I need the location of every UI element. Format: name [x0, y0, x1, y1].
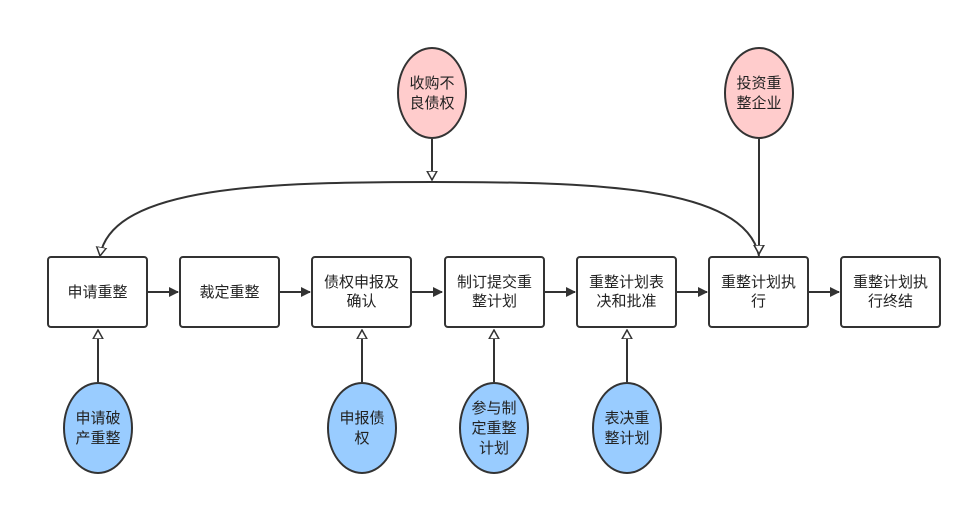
bottom-3-node: 参与制 定重整 计划: [459, 382, 529, 474]
step-7-label-line-1: 重整计划执: [852, 273, 928, 291]
step-5-label-line-2: 决和批准: [596, 292, 657, 310]
arc-connector: [100, 180, 760, 256]
bottom-3-label-line-1: 参与制: [471, 399, 517, 417]
step-5-label-line-1: 重整计划表: [588, 273, 664, 291]
top-2-label-line-1: 投资重: [736, 74, 782, 92]
top-1-label-line-1: 收购不: [409, 74, 455, 92]
step-4-label-line-2: 整计划: [471, 292, 517, 310]
top-1-node: 收购不 良债权: [397, 47, 467, 139]
step-3-label-line-1: 债权申报及: [323, 273, 399, 291]
bottom-2-label-line-1: 申报债: [339, 409, 385, 427]
bottom-1-label-line-2: 产重整: [75, 429, 121, 447]
step-4-box: 制订提交重 整计划: [444, 256, 545, 328]
step-6-label-line-1: 重整计划执: [720, 273, 796, 291]
bottom-1-node: 申请破 产重整: [63, 382, 133, 474]
bottom-3-label-line-3: 计划: [478, 439, 509, 457]
step-7-label-line-2: 行终结: [867, 292, 913, 310]
step-1-box: 申请重整: [47, 256, 148, 328]
step-1-label: 申请重整: [67, 282, 128, 301]
step-7-box: 重整计划执 行终结: [840, 256, 941, 328]
step-6-label-line-2: 行: [750, 292, 766, 310]
top-2-label-line-2: 整企业: [736, 94, 782, 112]
step-3-box: 债权申报及 确认: [311, 256, 412, 328]
top-1-label-line-2: 良债权: [409, 94, 455, 112]
bottom-4-label-line-2: 整计划: [604, 429, 650, 447]
step-6-box: 重整计划执 行: [708, 256, 809, 328]
step-5-box: 重整计划表 决和批准: [576, 256, 677, 328]
step-4-label-line-1: 制订提交重: [456, 273, 532, 291]
bottom-1-label-line-1: 申请破: [75, 409, 121, 427]
step-2-box: 裁定重整: [179, 256, 280, 328]
step-2-label: 裁定重整: [199, 282, 260, 301]
top-2-node: 投资重 整企业: [724, 47, 794, 139]
step-3-label-line-2: 确认: [346, 292, 377, 310]
bottom-4-node: 表决重 整计划: [592, 382, 662, 474]
bottom-3-label-line-2: 定重整: [471, 419, 517, 437]
bottom-2-node: 申报债 权: [327, 382, 397, 474]
bottom-4-label-line-1: 表决重: [604, 409, 650, 427]
bottom-2-label-line-2: 权: [354, 429, 370, 447]
